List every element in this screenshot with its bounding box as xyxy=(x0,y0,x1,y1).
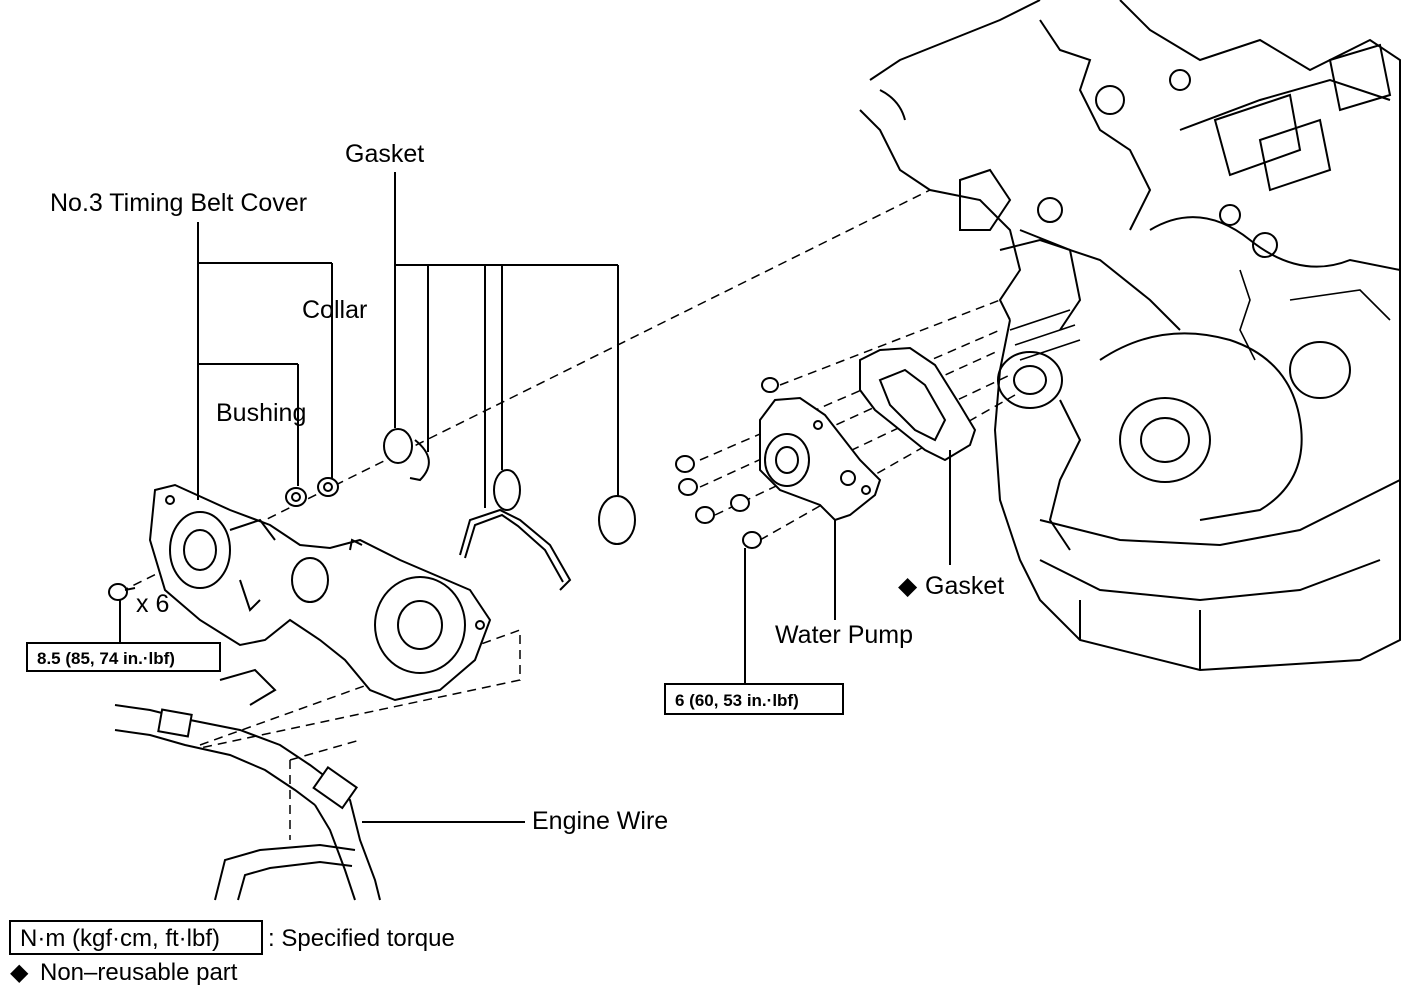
torque-pump-box xyxy=(664,683,844,715)
legend-torque-units: N·m (kgf·cm, ft·lbf) xyxy=(20,925,220,952)
water-pump-gasket-part xyxy=(859,346,977,462)
engine-wire-part xyxy=(114,668,381,901)
timing-belt-cover-part xyxy=(148,483,492,702)
water-pump-fasteners xyxy=(675,377,779,549)
engine-wire-label: Engine Wire xyxy=(532,807,668,835)
cover-bolt xyxy=(108,583,136,601)
collar-bushing-parts xyxy=(285,477,339,507)
torque-pump-value: 6 (60, 53 in.·lbf) xyxy=(675,691,799,710)
water-pump-label: Water Pump xyxy=(775,621,913,649)
gasket-top-label: Gasket xyxy=(345,140,424,168)
leader-lines xyxy=(119,172,951,823)
torque-cover-value: 8.5 (85, 74 in.·lbf) xyxy=(37,649,175,668)
alignment-lines xyxy=(119,189,1016,840)
legend-nonreusable-desc: Non–reusable part xyxy=(40,959,238,986)
engine-block-drawing xyxy=(859,0,1401,672)
gasket-seals xyxy=(383,428,636,591)
bushing-label: Bushing xyxy=(216,399,306,427)
timing-belt-cover-label: No.3 Timing Belt Cover xyxy=(50,189,307,217)
legend-torque-desc: : Specified torque xyxy=(268,925,455,952)
water-pump-part xyxy=(759,396,882,522)
torque-cover-box xyxy=(26,642,221,672)
gasket-pump-label: Gasket xyxy=(925,572,1004,600)
legend-torque-box xyxy=(9,920,263,955)
gasket-diamond-icon: ◆ xyxy=(898,572,918,600)
legend: N·m (kgf·cm, ft·lbf) : Specified torque … xyxy=(9,920,455,986)
quantity-label: x 6 xyxy=(136,590,169,618)
collar-label: Collar xyxy=(302,296,367,324)
legend-diamond-icon: ◆ xyxy=(10,959,29,986)
